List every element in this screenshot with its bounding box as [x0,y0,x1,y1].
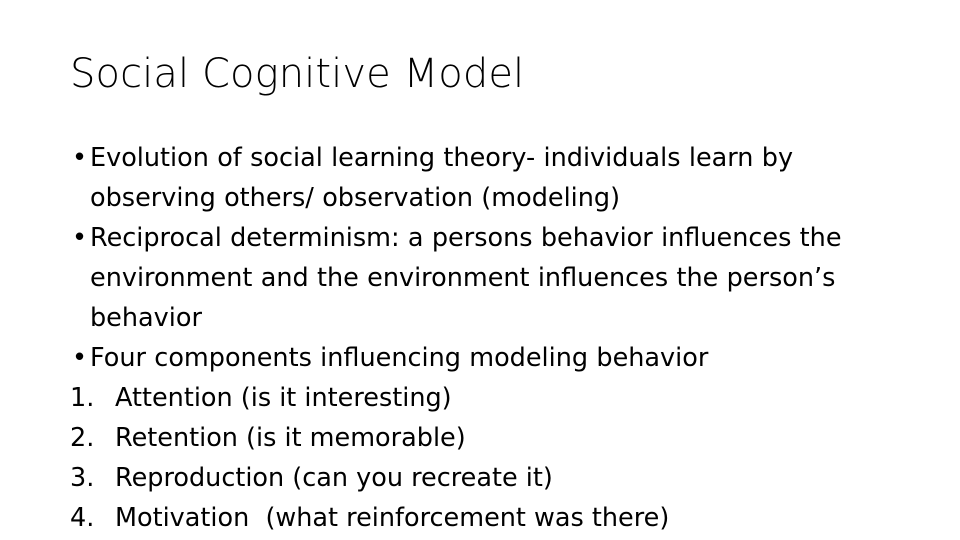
page-title: Social Cognitive Model [70,51,525,97]
numbered-item-text: Reproduction (can you recreate it) [115,463,553,493]
bullet-item-text: Four components influencing modeling beh… [90,343,709,373]
bullet-list-item: • Reciprocal determinism: a persons beha… [62,218,902,338]
bullet-item-text: Reciprocal determinism: a persons behavi… [90,223,850,333]
bullet-marker-icon: • [72,143,88,173]
bullet-marker-icon: • [72,343,88,373]
list-number-marker: 1. [70,383,95,413]
numbered-item-text: Retention (is it memorable) [115,423,466,453]
bullet-item-text: Evolution of social learning theory- ind… [90,143,802,213]
numbered-list-item: 2. Retention (is it memorable) [62,418,902,458]
numbered-list-item: 3. Reproduction (can you recreate it) [62,458,902,498]
numbered-item-text: Motivation (what reinforcement was there… [115,503,670,533]
bullet-marker-icon: • [72,223,88,253]
list-number-marker: 3. [70,463,95,493]
bullet-list-item: • Evolution of social learning theory- i… [62,138,902,218]
list-number-marker: 2. [70,423,95,453]
list-number-marker: 4. [70,503,95,533]
numbered-list-item: 1. Attention (is it interesting) [62,378,902,418]
slide-body-content: • Evolution of social learning theory- i… [62,138,902,538]
numbered-item-text: Attention (is it interesting) [115,383,452,413]
numbered-list-item: 4. Motivation (what reinforcement was th… [62,498,902,538]
bullet-list-item: • Four components influencing modeling b… [62,338,902,378]
